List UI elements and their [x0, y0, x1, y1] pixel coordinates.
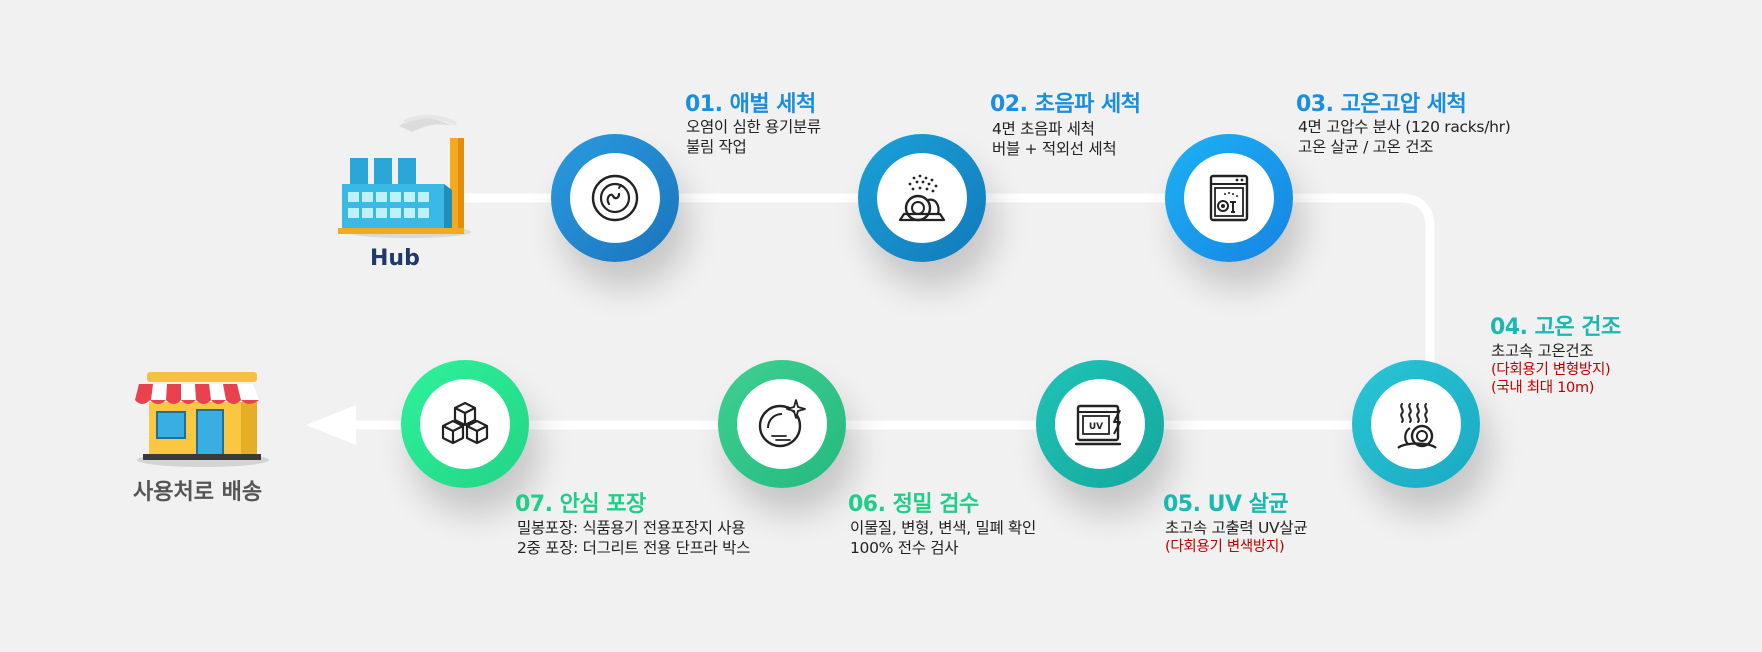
step-04-note: (국내 최대 10m) — [1491, 380, 1595, 396]
step-06-circle — [718, 360, 846, 488]
svg-text:UV: UV — [1089, 422, 1103, 432]
step-01-desc: 오염이 심한 용기분류 불림 작업 — [686, 117, 821, 157]
step-05-desc: 초고속 고출력 UV살균 (다회용기 변색방지) — [1165, 518, 1308, 556]
step-07-line: 2중 포장: 더그리트 전용 단프라 박스 — [517, 539, 751, 557]
boxes-icon — [441, 401, 489, 445]
step-06-line: 이물질, 변형, 변색, 밀폐 확인 — [850, 519, 1036, 537]
step-07-desc: 밀봉포장: 식품용기 전용포장지 사용 2중 포장: 더그리트 전용 단프라 박… — [517, 518, 750, 558]
step-03-circle — [1165, 134, 1293, 262]
step-03-title: 03. 고온고압 세척 — [1296, 92, 1467, 117]
step-05-note: (다회용기 변색방지) — [1165, 539, 1285, 555]
step-02-circle — [858, 134, 986, 262]
hot-dry-dish-icon — [1397, 403, 1437, 449]
step-01-line: 불림 작업 — [686, 138, 747, 156]
step-01-line: 오염이 심한 용기분류 — [686, 118, 821, 136]
step-04-note: (다회용기 변형방지) — [1491, 362, 1611, 378]
step-07-line: 밀봉포장: 식품용기 전용포장지 사용 — [517, 519, 746, 537]
step-05-line: 초고속 고출력 UV살균 — [1165, 519, 1308, 537]
step-06-desc: 이물질, 변형, 변색, 밀폐 확인 100% 전수 검사 — [850, 518, 1036, 558]
step-04-line: 초고속 고온건조 — [1491, 342, 1594, 360]
step-03-desc: 4면 고압수 분사 (120 racks/hr) 고온 살균 / 고온 건조 — [1298, 117, 1511, 157]
bowl-wash-icon — [591, 174, 639, 222]
step-07-circle — [401, 360, 529, 488]
destination-label: 사용처로 배송 — [133, 480, 263, 505]
step-04-desc: 초고속 고온건조 (다회용기 변형방지) (국내 최대 10m) — [1491, 341, 1611, 397]
step-04-circle — [1352, 360, 1480, 488]
step-03-line: 고온 살균 / 고온 건조 — [1298, 138, 1434, 156]
step-04-title: 04. 고온 건조 — [1490, 315, 1621, 340]
factory-icon — [338, 114, 471, 238]
step-05-circle: UV — [1036, 360, 1164, 488]
store-icon — [135, 372, 269, 467]
uv-oven-icon: UV — [1074, 404, 1122, 446]
step-02-line: 버블 + 적외선 세척 — [992, 140, 1117, 158]
step-05-title: 05. UV 살균 — [1163, 492, 1289, 517]
hub-label: Hub — [370, 246, 420, 271]
step-02-title: 02. 초음파 세척 — [990, 92, 1141, 117]
ultrasonic-dish-icon — [898, 174, 946, 222]
step-06-line: 100% 전수 검사 — [850, 539, 959, 557]
flow-arrow-head — [306, 405, 356, 445]
step-01-title: 01. 애벌 세척 — [685, 92, 816, 117]
step-02-line: 4면 초음파 세척 — [992, 120, 1095, 138]
step-07-title: 07. 안심 포장 — [515, 492, 646, 517]
step-01-circle — [551, 134, 679, 262]
step-06-title: 06. 정밀 검수 — [848, 492, 979, 517]
dishwasher-icon — [1209, 174, 1249, 222]
step-03-line: 4면 고압수 분사 (120 racks/hr) — [1298, 118, 1511, 136]
sparkle-plate-icon — [758, 399, 806, 448]
step-02-desc: 4면 초음파 세척 버블 + 적외선 세척 — [992, 119, 1117, 159]
